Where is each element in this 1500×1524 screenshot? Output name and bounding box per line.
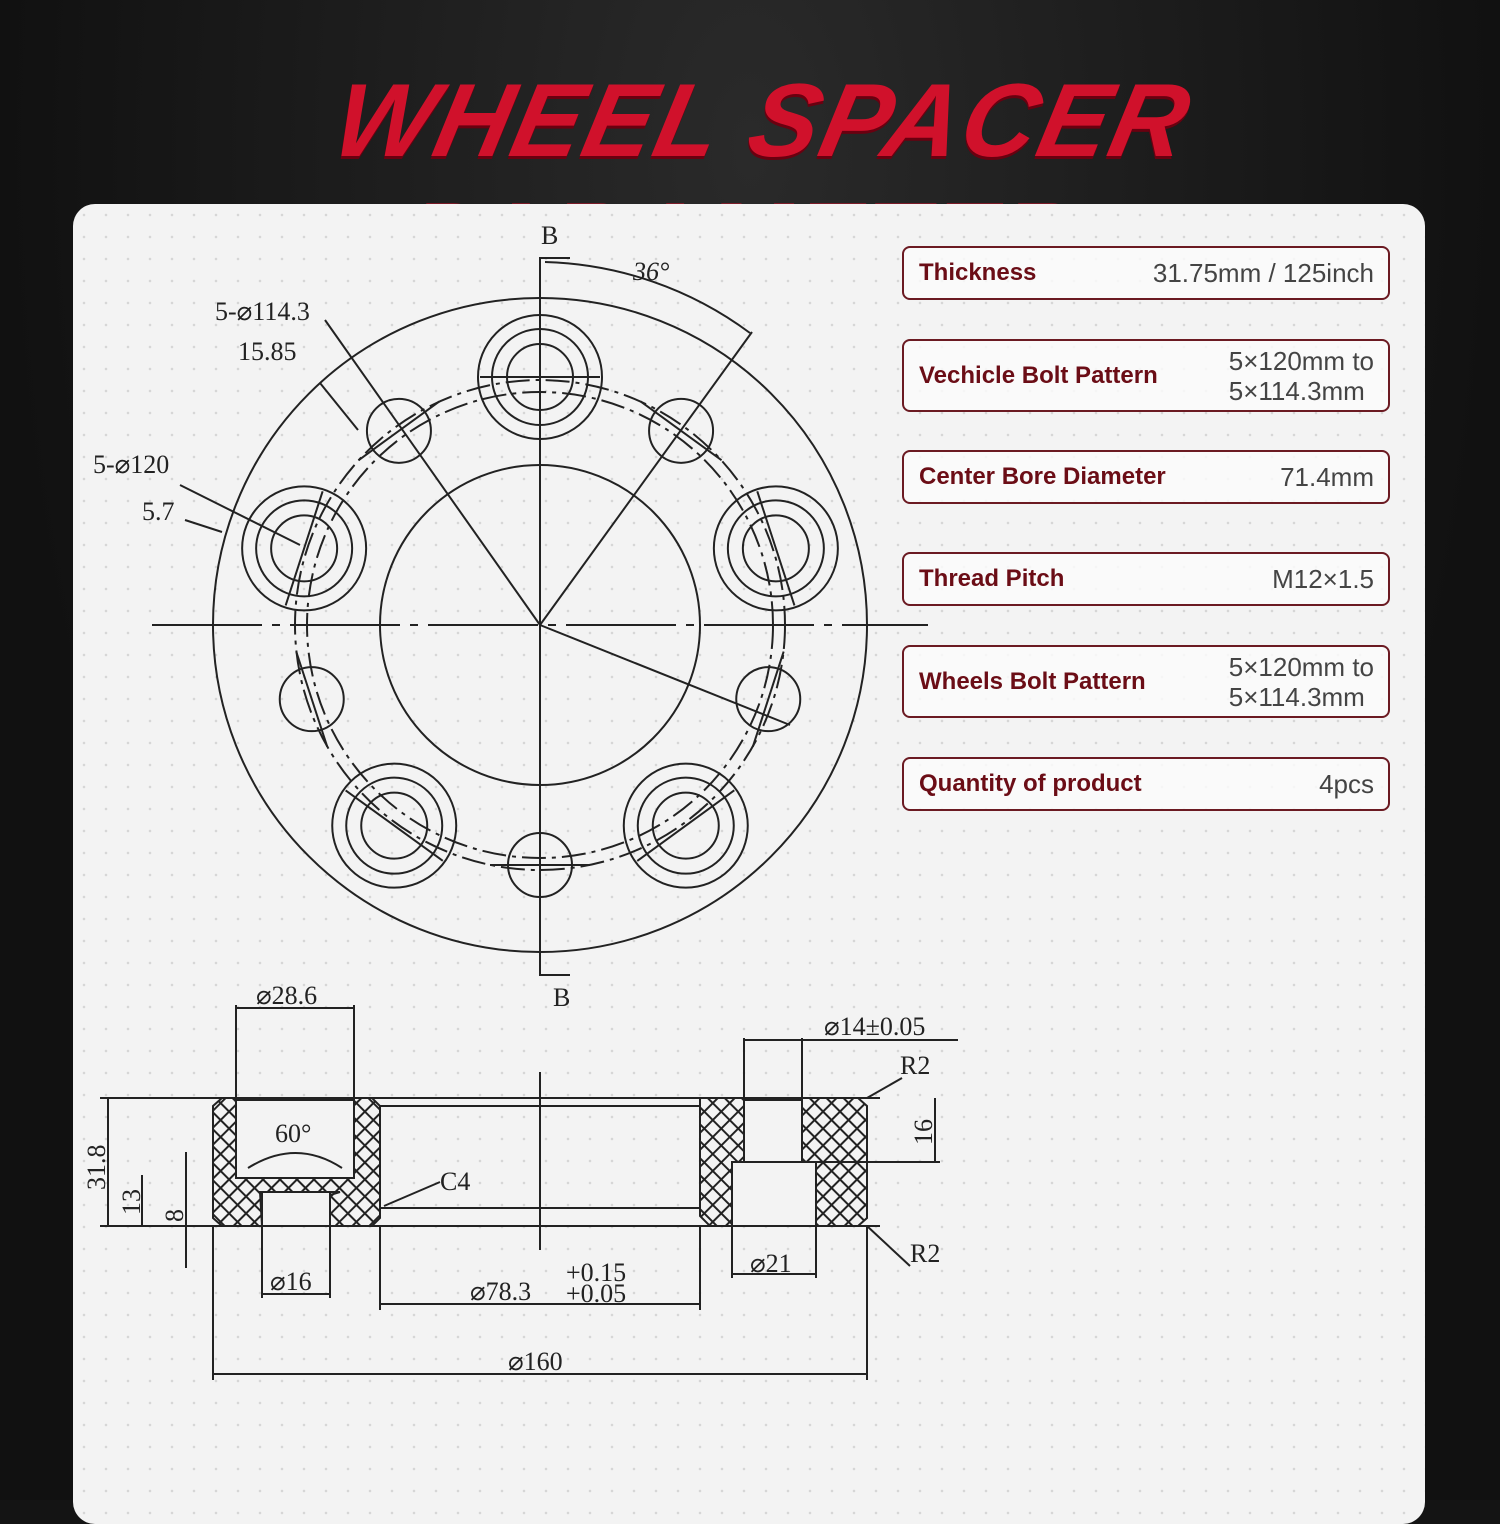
dim-286: ⌀28.6: [256, 981, 317, 1010]
param-row: Quantity of product 4pcs: [902, 757, 1390, 811]
pcd-small-label: 5-⌀114.3: [215, 297, 310, 326]
angle-60: 60°: [275, 1119, 311, 1148]
param-label: Thread Pitch: [919, 565, 1064, 593]
param-value: M12×1.5: [1272, 564, 1374, 594]
dim-783: ⌀78.3: [470, 1277, 531, 1306]
dim-8: 8: [160, 1209, 189, 1222]
param-label: Vechicle Bolt Pattern: [919, 362, 1158, 390]
param-value: 4pcs: [1319, 769, 1374, 799]
param-value: 71.4mm: [1280, 462, 1374, 492]
param-label: Thickness: [919, 259, 1036, 287]
param-label: Center Bore Diameter: [919, 463, 1166, 491]
leader-57: [185, 520, 222, 532]
tol-down: +0.05: [566, 1279, 626, 1308]
angle-label: 36°: [632, 257, 669, 286]
param-value-line: 5×114.3mm: [1229, 682, 1374, 712]
section-mark-top: B: [541, 221, 558, 250]
hole-centerline: [286, 491, 323, 605]
param-row: Thread Pitch M12×1.5: [902, 552, 1390, 606]
dim-16: 16: [909, 1119, 938, 1145]
param-value-line: 5×120mm to: [1229, 346, 1374, 376]
section-mark-bottom: B: [553, 983, 570, 1012]
param-value-line: 5×114.3mm: [1229, 376, 1374, 406]
leader-36: [540, 332, 752, 625]
hole-centerline: [296, 652, 327, 747]
section-view: [100, 1005, 958, 1380]
leader-diag: [540, 625, 790, 725]
pcd-large-label: 5-⌀120: [93, 450, 169, 479]
dim-1585: 15.85: [238, 337, 297, 366]
param-value-line: 71.4mm: [1280, 462, 1374, 492]
param-value: 31.75mm / 125inch: [1153, 258, 1374, 288]
section-arrow-bottom: [540, 965, 570, 975]
dim-d16: ⌀16: [270, 1267, 312, 1296]
param-value-line: 4pcs: [1319, 769, 1374, 799]
leader-1585: [320, 383, 358, 430]
param-value-line: 31.75mm / 125inch: [1153, 258, 1374, 288]
dim-14: ⌀14±0.05: [824, 1012, 925, 1041]
param-value-line: M12×1.5: [1272, 564, 1374, 594]
param-label: Wheels Bolt Pattern: [919, 668, 1146, 696]
hole-centerline: [641, 401, 722, 460]
param-row: Thickness 31.75mm / 125inch: [902, 246, 1390, 300]
dim-13: 13: [117, 1189, 146, 1215]
hole-centerline: [359, 401, 440, 460]
dim-160: ⌀160: [508, 1347, 563, 1376]
chamfer-c4: C4: [440, 1167, 470, 1196]
r2-top: R2: [900, 1051, 930, 1080]
hole-centerline: [753, 652, 784, 747]
param-value-line: 5×120mm to: [1229, 652, 1374, 682]
dim-d21: ⌀21: [750, 1249, 792, 1278]
param-row: Center Bore Diameter 71.4mm: [902, 450, 1390, 504]
dim-57: 5.7: [142, 497, 175, 526]
param-label: Quantity of product: [919, 770, 1142, 798]
hole-centerline: [757, 491, 794, 605]
r2-bottom: R2: [910, 1239, 940, 1268]
dim-318: 31.8: [82, 1145, 111, 1191]
